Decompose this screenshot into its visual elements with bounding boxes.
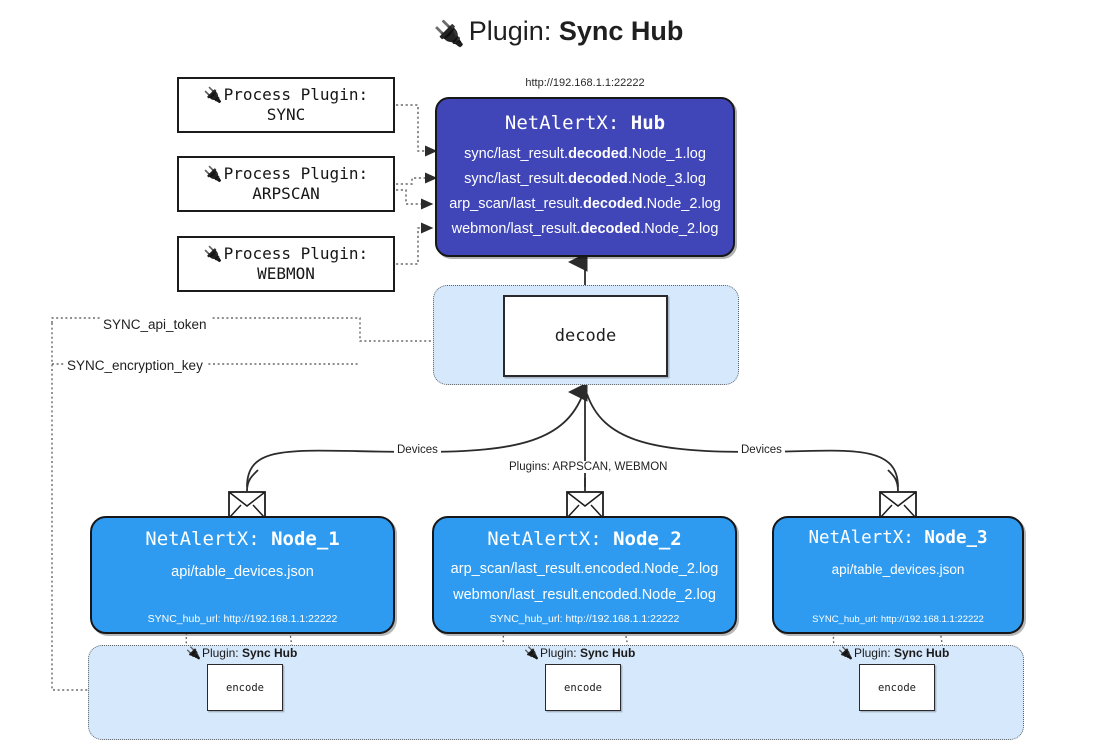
- node-hub-url: SYNC_hub_url: http://192.168.1.1:22222: [489, 613, 680, 625]
- plug-icon: 🔌: [838, 646, 853, 660]
- edge-label-plugins: Plugins: ARPSCAN, WEBMON: [506, 461, 671, 473]
- node-log-line: webmon/last_result.encoded.Node_2.log: [453, 587, 716, 603]
- hub-url-label: http://192.168.1.1:22222: [525, 77, 645, 89]
- plug-icon: 🔌: [433, 20, 465, 48]
- envelope-icon: [228, 491, 266, 519]
- hub-log-list: sync/last_result.decoded.Node_1.log sync…: [437, 142, 733, 242]
- edge-label-encryption-key: SYNC_encryption_key: [64, 358, 206, 373]
- encode-plugin-label: 🔌Plugin: Sync Hub: [186, 646, 298, 660]
- process-plugin-name: SYNC: [266, 105, 306, 124]
- process-plugin-name: ARPSCAN: [252, 184, 320, 203]
- node-title: NetAlertX: Node_1: [145, 528, 340, 550]
- node-log-list: arp_scan/last_result.encoded.Node_2.log …: [434, 556, 735, 608]
- edge-label-devices-left: Devices: [394, 444, 441, 456]
- hub-log-line: sync/last_result.decoded.Node_1.log: [464, 146, 706, 162]
- encode-plugin-label: 🔌Plugin: Sync Hub: [838, 646, 950, 660]
- hub-log-line: webmon/last_result.decoded.Node_2.log: [451, 221, 719, 237]
- node-hub-url: SYNC_hub_url: http://192.168.1.1:22222: [812, 614, 984, 625]
- process-plugin-heading: 🔌Process Plugin:: [203, 85, 369, 104]
- page-title: 🔌Plugin: Sync Hub: [0, 14, 1117, 51]
- encode-plugin-label: 🔌Plugin: Sync Hub: [524, 646, 636, 660]
- edge-label-devices-right: Devices: [738, 444, 785, 456]
- node-box-node-2[interactable]: NetAlertX: Node_2 arp_scan/last_result.e…: [432, 516, 737, 634]
- node-hub-url: SYNC_hub_url: http://192.168.1.1:22222: [147, 613, 338, 625]
- decode-box[interactable]: decode: [503, 295, 668, 377]
- process-plugin-box-webmon[interactable]: 🔌Process Plugin: WEBMON: [177, 236, 395, 292]
- process-plugin-heading: 🔌Process Plugin:: [203, 164, 369, 183]
- node-log-line: arp_scan/last_result.encoded.Node_2.log: [450, 561, 719, 577]
- envelope-icon: [879, 491, 917, 519]
- hub-title: NetAlertX: Hub: [504, 112, 666, 134]
- process-plugin-heading: 🔌Process Plugin:: [203, 244, 369, 263]
- process-plugin-box-sync[interactable]: 🔌Process Plugin: SYNC: [177, 77, 395, 133]
- encode-box[interactable]: encode: [207, 664, 283, 711]
- node-box-node-3[interactable]: NetAlertX: Node_3 api/table_devices.json…: [772, 516, 1024, 634]
- node-log-line: api/table_devices.json: [171, 564, 314, 580]
- plug-icon: 🔌: [203, 245, 223, 263]
- plug-icon: 🔌: [524, 646, 539, 660]
- hub-log-line: sync/last_result.decoded.Node_3.log: [464, 171, 706, 187]
- encode-box[interactable]: encode: [859, 664, 935, 711]
- process-plugin-name: WEBMON: [257, 264, 315, 283]
- node-log-list: api/table_devices.json: [774, 557, 1022, 583]
- node-log-line: api/table_devices.json: [831, 562, 965, 577]
- plug-icon: 🔌: [186, 646, 201, 660]
- hub-node-box[interactable]: NetAlertX: Hub sync/last_result.decoded.…: [435, 97, 735, 257]
- plug-icon: 🔌: [203, 165, 223, 183]
- process-plugin-box-arpscan[interactable]: 🔌Process Plugin: ARPSCAN: [177, 156, 395, 212]
- edge-label-api-token: SYNC_api_token: [100, 317, 210, 332]
- page-title-prefix: Plugin:: [468, 16, 559, 46]
- node-title: NetAlertX: Node_3: [808, 528, 988, 548]
- plug-icon: 🔌: [203, 86, 223, 104]
- envelope-icon: [566, 491, 604, 519]
- encode-box[interactable]: encode: [545, 664, 621, 711]
- page-title-name: Sync Hub: [558, 16, 684, 46]
- hub-log-line: arp_scan/last_result.decoded.Node_2.log: [449, 196, 721, 212]
- node-log-list: api/table_devices.json: [92, 559, 393, 585]
- node-title: NetAlertX: Node_2: [487, 528, 682, 550]
- node-box-node-1[interactable]: NetAlertX: Node_1 api/table_devices.json…: [90, 516, 395, 634]
